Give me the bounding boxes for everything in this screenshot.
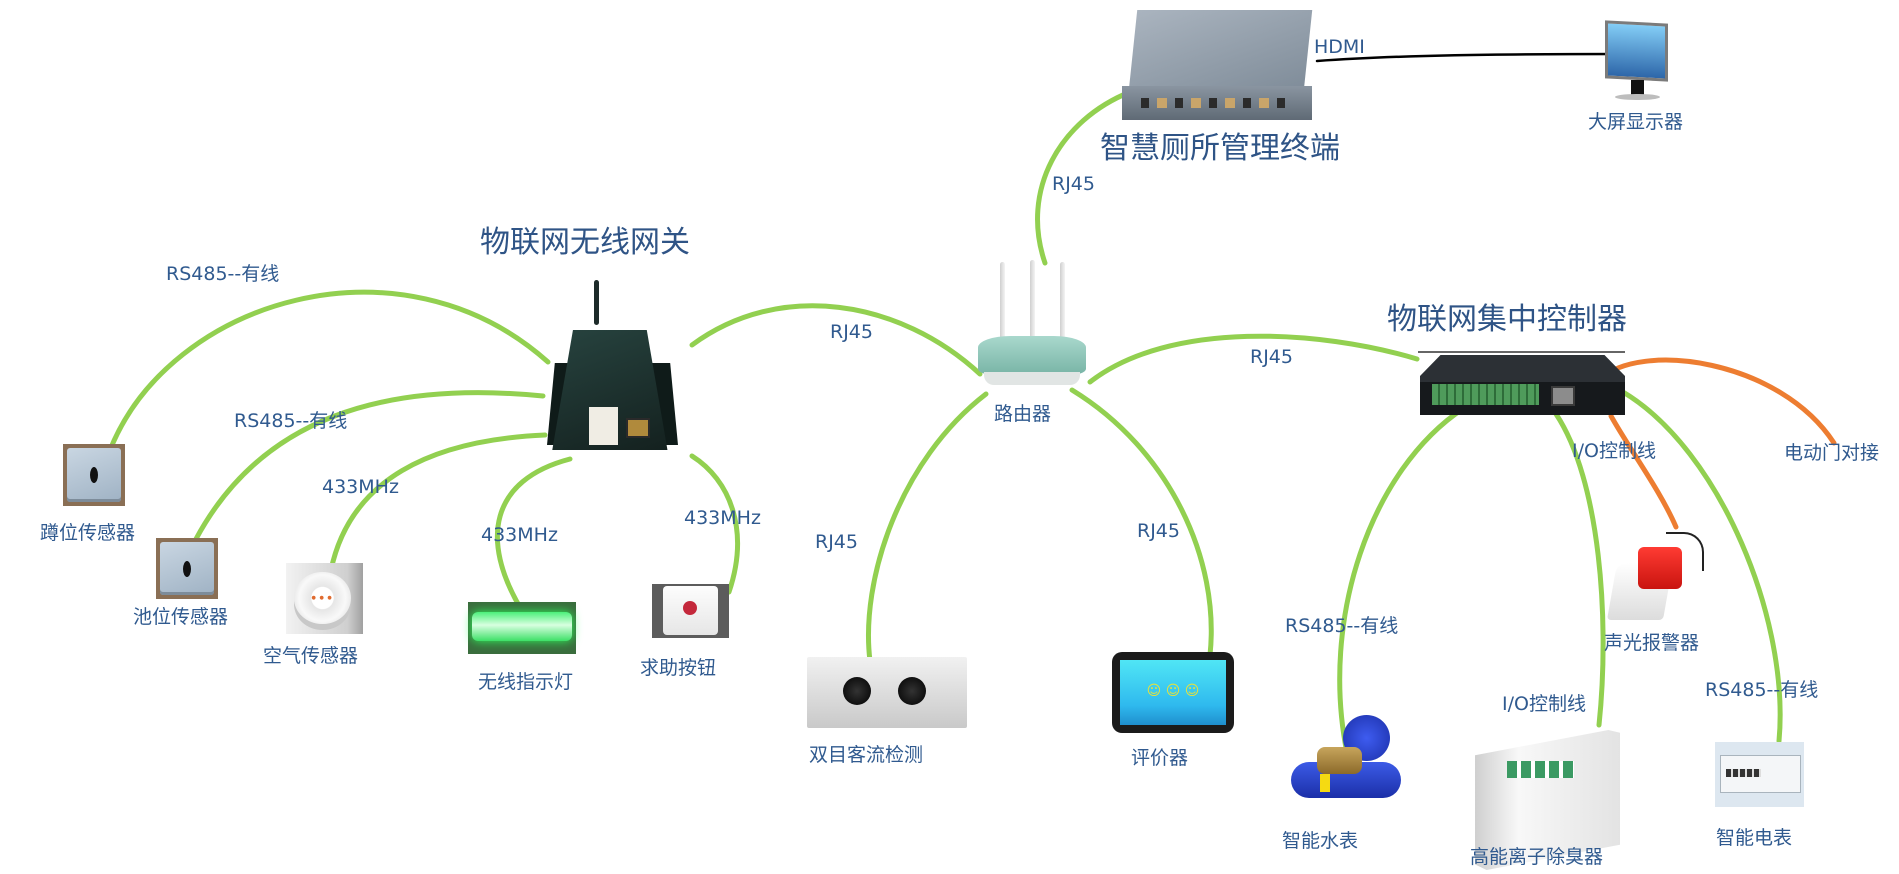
link-label-router-camera: RJ45: [815, 531, 858, 553]
link-label-gateway-router: RJ45: [830, 321, 873, 343]
controller-terminal-blocks: [1432, 383, 1539, 406]
controller-rj45-port: [1551, 386, 1576, 407]
deodorizer-keypad: [1506, 760, 1574, 778]
link-router-evaluator: [1069, 387, 1214, 658]
router-label: 路由器: [994, 403, 1052, 425]
terminal-top-panel: [1129, 10, 1313, 91]
water-meter-label: 智能水表: [1282, 830, 1359, 852]
link-gateway-squat: [107, 289, 551, 453]
link-controller-door: [1596, 357, 1837, 446]
router-base: [984, 372, 1080, 385]
management-terminal-icon[interactable]: [1122, 10, 1313, 122]
air-sensor-puck: [293, 571, 351, 625]
pool-sensor-label: 池位传感器: [133, 606, 229, 628]
terminal-front-ports: [1122, 86, 1312, 120]
electric-meter-digits: [1725, 769, 1762, 778]
monitor-neck: [1630, 79, 1644, 96]
link-controller-electric: [1620, 389, 1783, 744]
indicator-light-icon[interactable]: [468, 602, 576, 654]
door-label: 电动门对接: [1784, 442, 1880, 464]
gateway-sticker: [588, 407, 618, 446]
link-label-gateway-squat: RS485--有线: [166, 263, 280, 285]
router-antenna-middle: [1030, 260, 1035, 340]
hdmi-link-label: HDMI: [1314, 36, 1365, 58]
help-button-label: 求助按钮: [640, 657, 717, 679]
electric-meter-label: 智能电表: [1716, 827, 1793, 849]
electric-meter-icon[interactable]: [1715, 742, 1804, 807]
link-label-router-evaluator: RJ45: [1137, 520, 1180, 542]
indicator-light-glow: [472, 612, 572, 641]
monitor-foot: [1614, 94, 1660, 101]
link-label-gateway-light: 433MHz: [481, 524, 558, 546]
help-button-plate: [662, 586, 719, 635]
evaluator-tablet-icon[interactable]: [1112, 652, 1234, 733]
monitor-screen: [1604, 20, 1669, 82]
squat-sensor-label: 蹲位传感器: [40, 522, 136, 544]
squat-sensor-icon[interactable]: [63, 444, 125, 506]
indicator-light-label: 无线指示灯: [478, 671, 574, 693]
router-antenna-left: [1000, 262, 1005, 342]
router-icon[interactable]: [978, 260, 1086, 390]
deodorizer-label: 高能离子除臭器: [1470, 846, 1604, 868]
evaluator-screen: [1120, 660, 1226, 725]
link-label-controller-water: RS485--有线: [1285, 615, 1399, 637]
monitor-label: 大屏显示器: [1588, 111, 1684, 133]
air-sensor-label: 空气传感器: [263, 645, 359, 667]
link-label-router-controller: RJ45: [1250, 346, 1293, 368]
link-label-router-terminal: RJ45: [1052, 173, 1095, 195]
link-label-gateway-pool: RS485--有线: [234, 410, 348, 432]
binocular-camera-icon[interactable]: [807, 657, 967, 728]
router-shell: [978, 336, 1086, 375]
link-controller-deodorizer: [1553, 411, 1606, 728]
evaluator-label: 评价器: [1131, 747, 1189, 769]
link-controller-water: [1337, 405, 1467, 756]
alarm-label: 声光报警器: [1604, 632, 1700, 654]
squat-sensor-face: [67, 448, 121, 502]
deodorizer-icon[interactable]: [1475, 730, 1620, 870]
camera-lens-left: [843, 676, 871, 705]
link-label-controller-electric: RS485--有线: [1705, 679, 1819, 701]
gateway-rj45-port: [625, 418, 650, 439]
link-controller-alarm: [1608, 413, 1679, 530]
monitor-icon[interactable]: [1602, 20, 1674, 102]
gateway-title: 物联网无线网关: [480, 225, 690, 260]
help-button-red-knob: [683, 600, 698, 615]
help-button-icon[interactable]: [652, 584, 729, 638]
link-gateway-air: [328, 432, 548, 573]
link-label-controller-alarm: I/O控制线: [1572, 440, 1656, 462]
camera-lens-right: [898, 676, 926, 705]
link-gateway-light: [494, 456, 573, 612]
alarm-red-lamp: [1638, 546, 1682, 590]
water-meter-valve: [1320, 773, 1330, 792]
iot-wireless-gateway-icon[interactable]: [547, 280, 678, 452]
water-meter-brass-ring: [1317, 746, 1362, 774]
link-gateway-pool: [193, 390, 546, 542]
air-sensor-icon[interactable]: [286, 563, 363, 634]
water-meter-icon[interactable]: [1281, 715, 1411, 820]
link-router-terminal: [1035, 89, 1133, 266]
link-router-controller: [1087, 333, 1420, 385]
gateway-antenna: [594, 280, 600, 325]
terminal-title: 智慧厕所管理终端: [1100, 131, 1340, 166]
link-gateway-button: [689, 453, 740, 595]
link-label-controller-deodorizer: I/O控制线: [1502, 693, 1586, 715]
router-antenna-right: [1060, 262, 1065, 342]
alarm-wire: [1666, 532, 1704, 571]
pool-sensor-icon[interactable]: [156, 538, 218, 599]
link-terminal-monitor: [1315, 52, 1625, 63]
link-label-gateway-air: 433MHz: [322, 476, 399, 498]
alarm-icon[interactable]: [1606, 532, 1708, 624]
pool-sensor-face: [160, 542, 214, 595]
people-counter-label: 双目客流检测: [809, 744, 924, 766]
iot-central-controller-icon[interactable]: [1420, 355, 1625, 415]
controller-title: 物联网集中控制器: [1387, 302, 1627, 337]
link-label-gateway-button: 433MHz: [684, 507, 761, 529]
link-gateway-router: [689, 303, 983, 377]
link-router-camera: [866, 391, 989, 664]
